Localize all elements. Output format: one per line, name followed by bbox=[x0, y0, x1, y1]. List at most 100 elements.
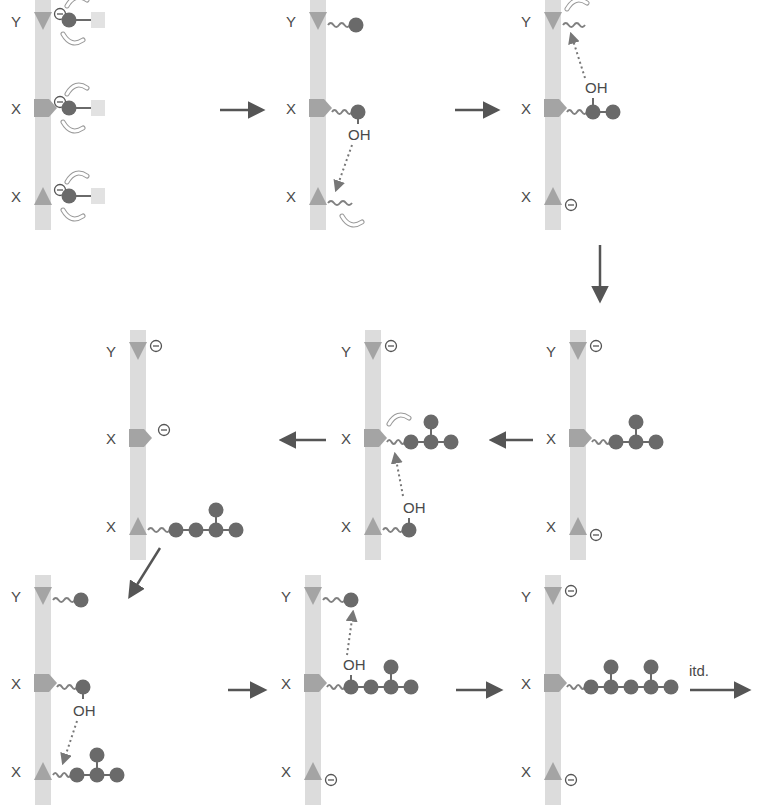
acyl-unit bbox=[344, 680, 359, 695]
acyl-unit bbox=[209, 523, 224, 538]
step-arrow bbox=[455, 109, 497, 112]
domain-label: X bbox=[11, 764, 21, 779]
charge-symbol bbox=[328, 779, 334, 780]
domain-label: X bbox=[286, 101, 296, 116]
acyl-unit bbox=[404, 435, 419, 450]
charge-symbol bbox=[568, 590, 574, 591]
charge-symbol bbox=[57, 189, 63, 190]
bond-line bbox=[408, 518, 410, 530]
acyl-unit bbox=[384, 660, 399, 675]
domain-x bbox=[544, 762, 562, 780]
curved-arrow bbox=[342, 216, 362, 225]
pantetheine-arm bbox=[567, 110, 587, 114]
domain-y bbox=[569, 342, 587, 360]
domain-label: X bbox=[521, 764, 531, 779]
domain-label: Y bbox=[546, 344, 556, 359]
curved-arrow bbox=[342, 216, 362, 225]
acyl-unit bbox=[606, 105, 621, 120]
step-arrow bbox=[282, 439, 326, 442]
domain-label: X bbox=[286, 189, 296, 204]
curved-arrow bbox=[63, 34, 83, 43]
acyl-unit bbox=[90, 768, 105, 783]
domain-label: OH bbox=[73, 703, 96, 718]
domain-y bbox=[34, 587, 52, 605]
charge-symbol bbox=[591, 530, 602, 541]
curved-arrow bbox=[67, 85, 87, 94]
domain-y bbox=[34, 12, 52, 30]
domain-label: X bbox=[106, 431, 116, 446]
domain-label: Y bbox=[341, 344, 351, 359]
domain-label: X bbox=[11, 676, 21, 691]
charge-symbol bbox=[386, 341, 397, 352]
domain-y bbox=[364, 342, 382, 360]
acyl-unit bbox=[344, 593, 359, 608]
acyl-unit bbox=[644, 660, 659, 675]
curved-arrow bbox=[63, 122, 83, 131]
domain-y bbox=[129, 342, 147, 360]
domain-label: X bbox=[281, 764, 291, 779]
charge-symbol bbox=[57, 13, 63, 14]
charge-symbol bbox=[151, 341, 162, 352]
domain-label: X bbox=[546, 519, 556, 534]
charge-symbol bbox=[159, 425, 170, 436]
acyl-unit bbox=[62, 101, 77, 116]
step-arrow bbox=[690, 689, 748, 692]
pantetheine-arm bbox=[328, 23, 350, 27]
pantetheine-arm bbox=[53, 773, 71, 777]
curved-arrow bbox=[567, 0, 587, 9]
acyl-unit bbox=[404, 680, 419, 695]
acyl-unit bbox=[444, 435, 459, 450]
domain-label: X bbox=[521, 101, 531, 116]
bond-line bbox=[82, 687, 84, 699]
curved-arrow bbox=[389, 415, 409, 424]
domain-x bbox=[34, 762, 52, 780]
leaving-group bbox=[91, 12, 105, 28]
domain-y bbox=[544, 587, 562, 605]
curved-arrow bbox=[67, 173, 87, 182]
attack-arrow bbox=[63, 721, 77, 763]
acyl-unit bbox=[584, 680, 599, 695]
leaving-group bbox=[91, 188, 105, 204]
charge-symbol bbox=[566, 200, 577, 211]
step-arrow bbox=[492, 439, 533, 442]
charge-symbol bbox=[326, 775, 337, 786]
domain-x bbox=[569, 517, 587, 535]
step-arrow bbox=[220, 109, 262, 112]
domain-x bbox=[304, 762, 322, 780]
charge-symbol bbox=[566, 586, 577, 597]
acyl-unit bbox=[349, 18, 364, 33]
domain-label: X bbox=[521, 676, 531, 691]
charge-symbol bbox=[568, 779, 574, 780]
pantetheine-arm bbox=[387, 440, 405, 444]
pantetheine-arm bbox=[323, 598, 345, 602]
pantetheine-arm bbox=[328, 201, 352, 205]
charge-symbol bbox=[568, 204, 574, 205]
acyl-unit bbox=[189, 523, 204, 538]
domain-x bbox=[34, 674, 57, 692]
charge-symbol bbox=[593, 534, 599, 535]
domain-label: X bbox=[546, 431, 556, 446]
acyl-unit bbox=[74, 593, 89, 608]
acyl-unit bbox=[629, 435, 644, 450]
step-arrow bbox=[599, 245, 602, 300]
acyl-unit bbox=[62, 13, 77, 28]
curved-arrow bbox=[67, 0, 87, 6]
domain-label: OH bbox=[403, 500, 426, 515]
curved-arrow bbox=[67, 85, 87, 94]
domain-x bbox=[34, 99, 57, 117]
acyl-unit bbox=[649, 435, 664, 450]
pantetheine-arm bbox=[327, 685, 345, 689]
domain-label: X bbox=[106, 519, 116, 534]
domain-x bbox=[364, 517, 382, 535]
acyl-unit bbox=[664, 680, 679, 695]
domain-label: X bbox=[521, 189, 531, 204]
acyl-unit bbox=[609, 435, 624, 450]
attack-arrow bbox=[395, 454, 403, 496]
acyl-unit bbox=[62, 189, 77, 204]
charge-symbol bbox=[153, 345, 159, 346]
pantetheine-arm bbox=[567, 685, 585, 689]
charge-symbol bbox=[591, 341, 602, 352]
domain-x bbox=[309, 187, 327, 205]
